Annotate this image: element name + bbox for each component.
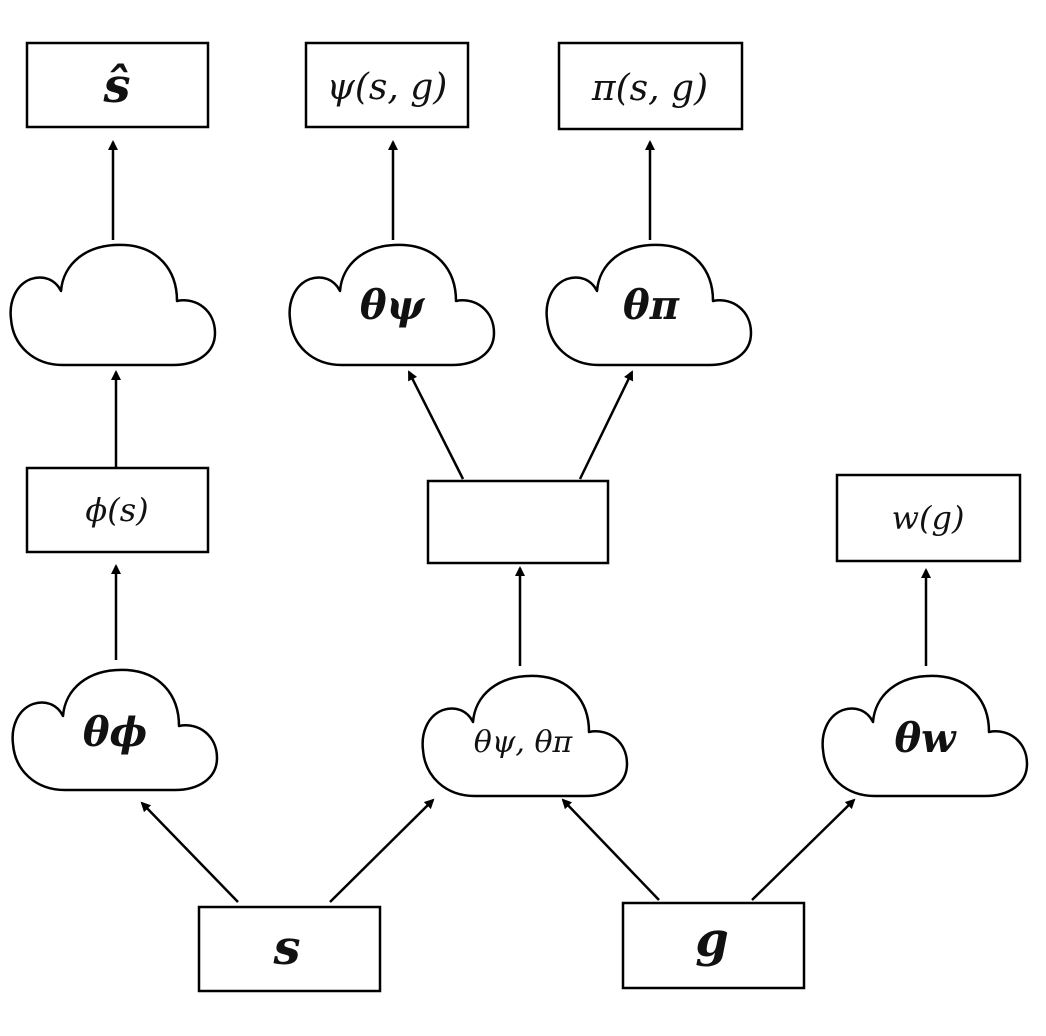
cloud-theta-psi-pi: θψ, θπ <box>421 674 629 798</box>
edge-s-to-theta-phi <box>140 801 239 903</box>
cloud-decoder <box>9 243 217 367</box>
cloud-theta-pi-label: θπ <box>623 282 680 329</box>
cloud-theta-phi: θϕ <box>11 668 219 792</box>
edge-g-to-theta-w <box>751 798 856 901</box>
cloud-theta-w-label: θw <box>894 715 957 762</box>
node-s: s <box>197 905 382 993</box>
node-psi: ψ(s, g) <box>304 41 470 129</box>
node-pi-label: π(s, g) <box>591 68 708 109</box>
node-w: w(g) <box>835 473 1022 563</box>
cloud-theta-psi-pi-label: θψ, θπ <box>474 725 574 760</box>
cloud-theta-phi-label: θϕ <box>83 709 147 756</box>
node-w-label: w(g) <box>892 499 965 537</box>
cloud-theta-psi-label: θψ <box>360 282 426 329</box>
cloud-theta-w: θw <box>821 674 1029 798</box>
node-g: g <box>621 901 806 990</box>
edge-s-to-theta-psi-pi <box>329 798 435 903</box>
edge-g-to-theta-psi-pi <box>561 798 660 901</box>
node-phi-label: ϕ(s) <box>85 491 148 529</box>
node-phi: ϕ(s) <box>25 466 210 554</box>
edge-merge-to-theta-pi <box>578 370 634 480</box>
node-psi-label: ψ(s, g) <box>327 67 448 108</box>
cloud-theta-pi: θπ <box>545 243 753 367</box>
node-pi: π(s, g) <box>557 41 744 131</box>
cloud-theta-psi: θψ <box>288 243 496 367</box>
node-merge <box>426 479 610 565</box>
edges <box>108 140 931 903</box>
node-s-hat: ŝ <box>25 41 210 129</box>
node-g-label: g <box>695 912 729 968</box>
node-s-hat-label: ŝ <box>102 58 130 114</box>
node-s-label: s <box>272 920 300 976</box>
edge-merge-to-theta-psi <box>407 370 465 480</box>
